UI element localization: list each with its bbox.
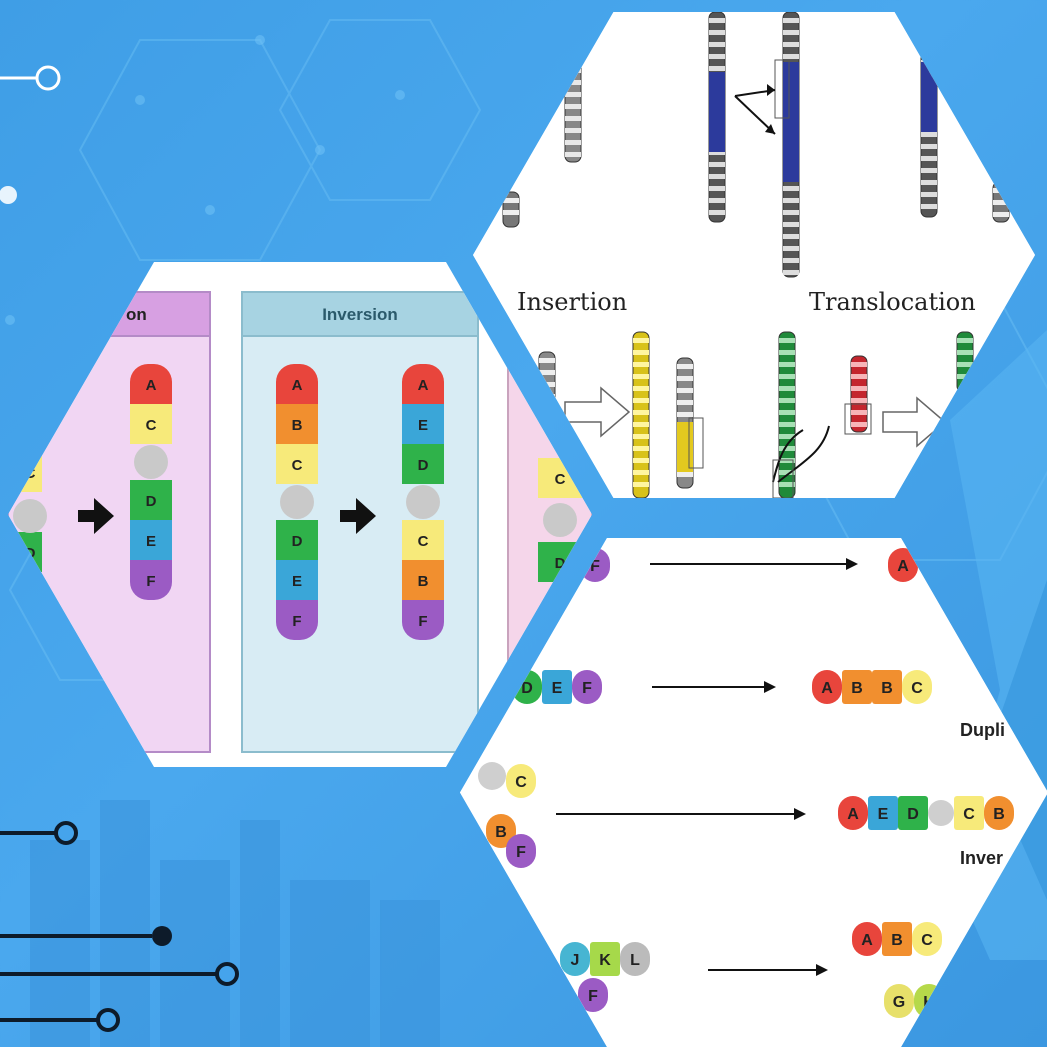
segment-letter: A xyxy=(847,806,859,823)
translocation-label: Translocation xyxy=(809,288,976,316)
segment-letter: F xyxy=(582,680,592,697)
segment-letter: C xyxy=(146,417,157,434)
segment-letter: E xyxy=(418,417,428,434)
segment-letter: F xyxy=(516,844,526,861)
segment-letter: B xyxy=(418,573,429,590)
banded-chromosome xyxy=(851,356,867,432)
segment-letter: A xyxy=(861,932,873,949)
segment-letter: A xyxy=(821,680,833,697)
segment-letter: B xyxy=(881,680,893,697)
segment-letter: C xyxy=(555,471,566,488)
segment-letter: C xyxy=(292,457,303,474)
segment-letter: C xyxy=(515,774,527,791)
segment-letter: E xyxy=(552,680,563,697)
segment-letter: F xyxy=(418,613,427,630)
centromere xyxy=(928,800,954,826)
segment-letter: A xyxy=(897,558,909,575)
centromere xyxy=(280,485,314,519)
segment-letter: D xyxy=(907,806,919,823)
centromere xyxy=(406,485,440,519)
segment-letter: E xyxy=(146,533,156,550)
segment-letter: C xyxy=(911,680,923,697)
segment-letter: A xyxy=(292,377,303,394)
inversion-header-label: Inversion xyxy=(322,305,398,324)
segment-letter: E xyxy=(878,806,889,823)
centromere xyxy=(134,445,168,479)
duplication-caption: Dupli xyxy=(960,720,1005,740)
segment-letter: B xyxy=(495,824,507,841)
segment-letter: B xyxy=(891,932,903,949)
segment-letter: C xyxy=(418,533,429,550)
segment-letter: B xyxy=(292,417,303,434)
segment-letter: A xyxy=(146,377,157,394)
segment-letter: B xyxy=(993,806,1005,823)
segment-letter: A xyxy=(418,377,429,394)
segment-letter: E xyxy=(292,573,302,590)
segment-letter: B xyxy=(851,680,863,697)
segment-letter: D xyxy=(146,493,157,510)
inversion-caption: Inver xyxy=(960,848,1003,868)
segment-letter: F xyxy=(588,988,598,1005)
deletion-header-label: on xyxy=(126,305,147,324)
segment-letter: K xyxy=(599,952,611,969)
segment-letter: G xyxy=(893,994,905,1011)
segment-letter: L xyxy=(630,952,640,969)
segment-letter: C xyxy=(921,932,933,949)
segment-letter: C xyxy=(963,806,975,823)
segment-letter: F xyxy=(146,573,155,590)
segment-letter: J xyxy=(571,952,580,969)
segment-letter: D xyxy=(418,457,429,474)
segment-letter: F xyxy=(292,613,301,630)
insertion-label: Insertion xyxy=(517,288,627,316)
segment-letter: D xyxy=(292,533,303,550)
